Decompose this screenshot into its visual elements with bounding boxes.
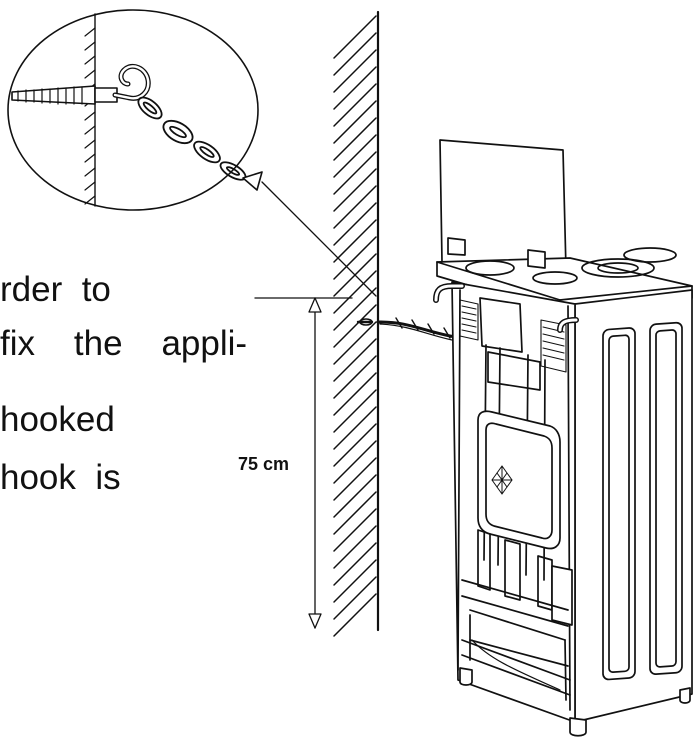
chain-icon bbox=[137, 96, 247, 181]
wall-hatch-line bbox=[333, 117, 377, 161]
callout-wall-tick bbox=[84, 181, 96, 191]
callout-wall-tick bbox=[84, 125, 96, 135]
instruction-line-2: fix the appli- bbox=[0, 324, 248, 363]
wall-hatch-line bbox=[333, 593, 377, 637]
wall-hatch-line bbox=[333, 100, 377, 144]
wall-hatch-line bbox=[333, 474, 377, 518]
callout-wall-tick bbox=[84, 167, 96, 177]
wall-hatch-line bbox=[333, 15, 377, 59]
wall-hatch-line bbox=[333, 236, 377, 280]
callout-wall-tick bbox=[84, 55, 96, 65]
callout-wall-tick bbox=[84, 27, 96, 37]
wall-hatch-line bbox=[333, 32, 377, 76]
wall-hatch-line bbox=[333, 83, 377, 127]
wall-hatch-line bbox=[333, 168, 377, 212]
wall-hatch-line bbox=[333, 576, 377, 620]
wall-hatch-line bbox=[333, 423, 377, 467]
wall-hatch-line bbox=[333, 270, 377, 314]
height-dimension bbox=[254, 297, 353, 629]
instruction-line-1: rder to bbox=[0, 270, 111, 309]
fan-grille-icon bbox=[491, 465, 513, 495]
wall-hatch-line bbox=[333, 287, 377, 331]
wall-hatch-line bbox=[333, 338, 377, 382]
wall-hatch-line bbox=[333, 372, 377, 416]
wall-plug-icon bbox=[11, 85, 118, 105]
wall-hatch-line bbox=[333, 151, 377, 195]
wall-hatch-line bbox=[333, 355, 377, 399]
wall-hatch-line bbox=[333, 559, 377, 603]
wall-hatch-line bbox=[333, 508, 377, 552]
callout-wall-tick bbox=[84, 111, 96, 121]
callout-wall-tick bbox=[84, 153, 96, 163]
wall-hatch-line bbox=[333, 389, 377, 433]
cooker bbox=[433, 139, 693, 737]
wall-hatch-line bbox=[333, 219, 377, 263]
wall-hatch-line bbox=[333, 440, 377, 484]
instruction-line-4: hook is bbox=[0, 458, 121, 497]
wall-hatch-line bbox=[333, 66, 377, 110]
leader-line bbox=[261, 181, 377, 297]
callout-wall-tick bbox=[84, 139, 96, 149]
wall-hatch-line bbox=[333, 457, 377, 501]
wall-hatch-line bbox=[333, 525, 377, 569]
wall-hatch-line bbox=[333, 49, 377, 93]
wall-hatch-line bbox=[333, 542, 377, 586]
detail-callout bbox=[7, 9, 263, 211]
callout-wall-tick bbox=[84, 69, 96, 79]
wall-hatch-line bbox=[333, 491, 377, 535]
wall-hatch-line bbox=[333, 304, 377, 348]
wall-hatch-line bbox=[333, 406, 377, 450]
instruction-line-3: hooked bbox=[0, 400, 115, 439]
wall-hatch-line bbox=[333, 321, 377, 365]
wall bbox=[333, 10, 380, 637]
wall-hatch-line bbox=[333, 185, 377, 229]
hook-icon bbox=[112, 63, 151, 101]
height-dimension-label: 75 cm bbox=[238, 454, 290, 474]
callout-wall-tick bbox=[84, 195, 96, 205]
wall-hatch-line bbox=[333, 134, 377, 178]
wall-hatch-line bbox=[333, 202, 377, 246]
callout-wall-tick bbox=[84, 41, 96, 51]
